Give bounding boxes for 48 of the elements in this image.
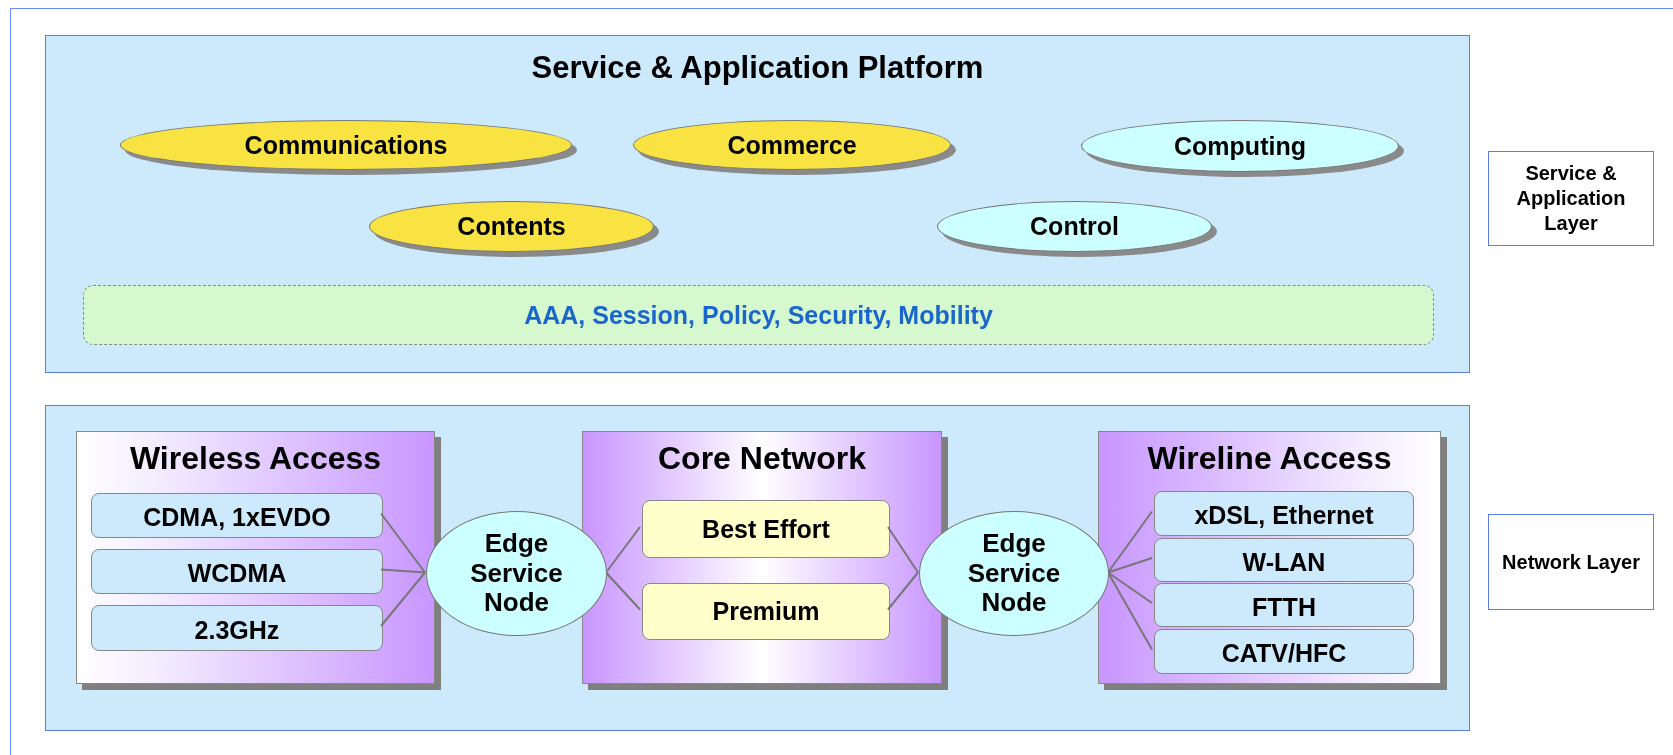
connector-line (1107, 510, 1153, 574)
technology-label: xDSL, Ethernet (1194, 500, 1374, 530)
service-class-box (642, 500, 890, 558)
technology-box (1154, 538, 1414, 582)
technology-box (1154, 629, 1414, 674)
connector-line (380, 512, 426, 574)
connector-line (1107, 557, 1153, 574)
ellipse-label: Computing (1174, 131, 1306, 161)
technology-label: W-LAN (1242, 546, 1326, 577)
technology-label: WCDMA (187, 558, 287, 588)
bar-label: AAA, Session, Policy, Security, Mobility (524, 300, 993, 330)
layer-label: Network Layer (1502, 549, 1640, 575)
panel-title: Wireless Access (129, 440, 382, 477)
connector-line (887, 526, 919, 574)
layer-label: Service & Application Layer (1515, 161, 1627, 236)
connector-line (605, 526, 641, 574)
layer-label-box (1488, 514, 1654, 610)
connector-line (605, 571, 641, 611)
node-label: Edge Service Node (469, 528, 564, 619)
ellipse-label: Communications (244, 130, 448, 160)
connector-line (380, 571, 426, 627)
service-class-label: Best Effort (702, 514, 830, 544)
panel-title: Core Network (657, 440, 866, 477)
technology-label: CDMA, 1xEVDO (143, 502, 331, 532)
technology-box (91, 549, 383, 594)
technology-label: 2.3GHz (194, 614, 280, 645)
service-class-box (642, 583, 890, 640)
function-bar (83, 285, 1434, 345)
technology-box (1154, 491, 1414, 536)
ellipse-label: Commerce (727, 130, 857, 160)
node-label: Edge Service Node (966, 528, 1062, 619)
ellipse-label: Contents (457, 212, 566, 241)
technology-box (91, 493, 383, 538)
panel-title: Service & Application Platform (530, 50, 985, 86)
platform-panel (45, 35, 1470, 373)
ellipse-label: Control (1030, 212, 1119, 241)
box-panel (45, 405, 1470, 731)
technology-box (91, 605, 383, 651)
layer-label-box (1488, 151, 1654, 246)
connector-line (887, 571, 919, 611)
technology-label: FTTH (1252, 591, 1316, 622)
connector-line (380, 568, 426, 574)
technology-box (1154, 583, 1414, 627)
service-class-label: Premium (712, 597, 820, 626)
connector-line (1107, 571, 1153, 604)
connector-line (1107, 571, 1153, 651)
technology-label: CATV/HFC (1221, 638, 1347, 668)
panel-title: Wireline Access (1147, 440, 1392, 477)
